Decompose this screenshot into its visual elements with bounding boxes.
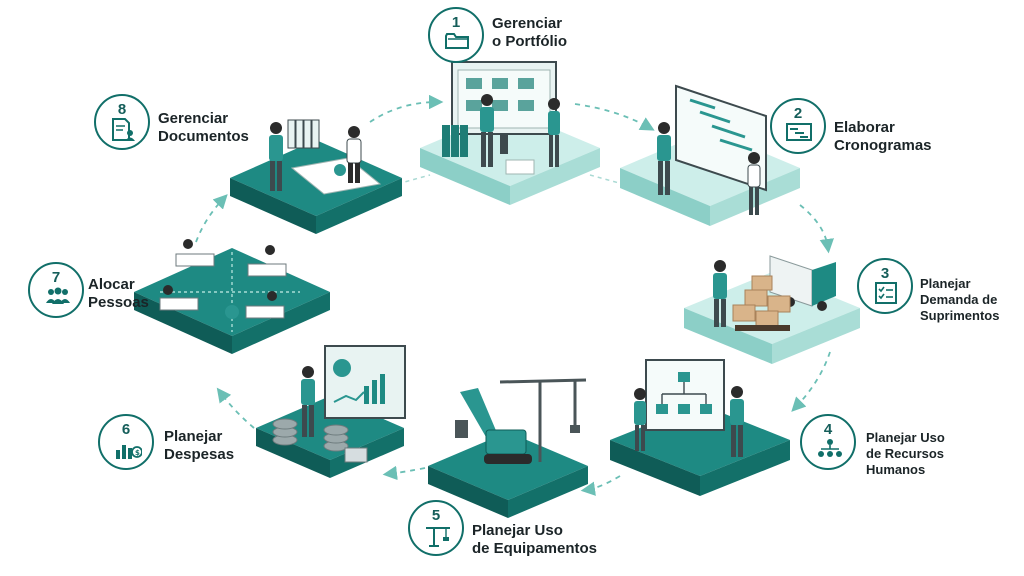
step-badge: 6 $ [98, 414, 154, 470]
step-number: 5 [431, 507, 441, 524]
platform-human-resources [610, 359, 790, 496]
step-label-line: Alocar [88, 276, 135, 293]
step-label-line: Planejar [920, 276, 971, 291]
arrow-8-to-1 [369, 94, 444, 123]
platform-supplies [684, 255, 860, 364]
step-label-line: Planejar Uso [866, 430, 945, 445]
step-number: 2 [793, 105, 803, 122]
crane-icon [426, 527, 450, 547]
step-number: 4 [823, 421, 833, 438]
step-label-line: Humanos [866, 462, 926, 477]
arrow-1-to-2 [574, 103, 655, 131]
org-chart-icon [818, 439, 842, 457]
step-badge: 8 [94, 94, 150, 150]
step-label-line: Planejar Uso [472, 522, 563, 539]
step-number: 6 [121, 421, 131, 438]
document-user-icon [112, 118, 135, 141]
step-number: 1 [451, 14, 461, 31]
arrow-6-to-7 [216, 387, 255, 429]
step-label: Gerenciar o Portfólio [492, 15, 567, 51]
platform-expenses [256, 345, 406, 478]
arrow-7-to-8 [195, 194, 228, 243]
platform-documents [230, 119, 402, 234]
folder-icon [445, 33, 469, 49]
expense-chart-icon: $ [116, 445, 142, 459]
step-badge: 2 [770, 98, 826, 154]
step-badge: 1 [428, 7, 484, 63]
gantt-chart-icon [786, 123, 812, 141]
step-label-line: Pessoas [88, 294, 149, 311]
svg-text:$: $ [135, 449, 140, 457]
step-label-line: de Recursos [866, 446, 945, 461]
cycle-arrows [195, 94, 834, 496]
step-label-line: Planejar [164, 428, 223, 445]
step-label-line: Cronogramas [834, 137, 932, 154]
step-label-line: Demanda de [920, 292, 998, 307]
step-label: Planejar Uso de Equipamentos [472, 522, 597, 558]
platform-people [134, 239, 330, 354]
step-badge: 4 [800, 414, 856, 470]
step-label-line: Elaborar [834, 119, 895, 136]
step-label: Planejar Despesas [164, 428, 234, 464]
arrow-3-to-4 [791, 351, 831, 412]
step-label: Gerenciar Documentos [158, 110, 249, 146]
step-badge: 5 [408, 500, 464, 556]
step-badge: 7 [28, 262, 84, 318]
step-label-line: Documentos [158, 128, 249, 145]
step-label-line: Suprimentos [920, 308, 1000, 323]
step-label: Planejar Demanda de Suprimentos [920, 276, 999, 324]
platform-equipment [428, 378, 588, 518]
arrow-5-to-6 [382, 465, 426, 481]
arrow-4-to-5 [580, 475, 621, 496]
step-number: 8 [117, 101, 127, 118]
step-label-line: Despesas [164, 446, 235, 463]
checklist-icon [875, 282, 897, 304]
step-label-line: Gerenciar [158, 110, 229, 127]
step-label: Alocar Pessoas [88, 276, 149, 312]
step-label-line: o Portfólio [492, 33, 567, 50]
step-label-line: Gerenciar [492, 15, 563, 32]
platform-portfolio [420, 61, 600, 205]
platform-schedules [620, 84, 800, 226]
arrow-2-to-3 [799, 204, 834, 254]
step-badge: 3 [857, 258, 913, 314]
step-number: 7 [51, 269, 61, 286]
people-group-icon [46, 287, 70, 304]
step-number: 3 [880, 265, 890, 282]
step-label: Elaborar Cronogramas [834, 119, 932, 155]
step-label: Planejar Uso de Recursos Humanos [866, 430, 945, 478]
step-label-line: de Equipamentos [472, 540, 598, 557]
